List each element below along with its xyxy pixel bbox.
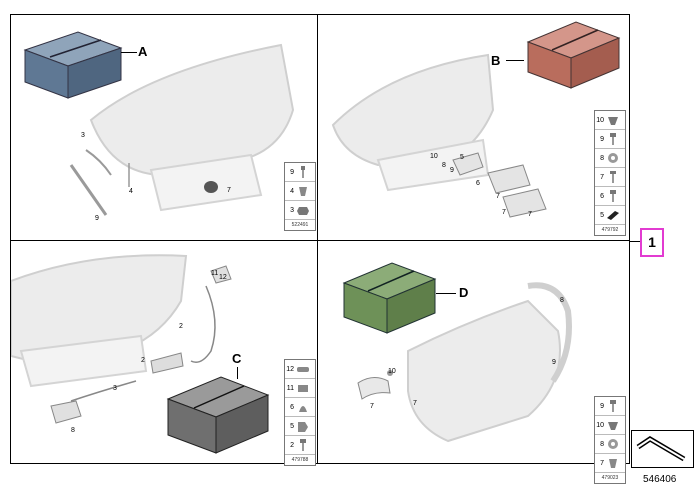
trunk-lid-illustration (11, 254, 232, 424)
screw-icon (610, 190, 616, 202)
quadrant-d[interactable]: D 8 9 10 7 7 9 10 8 7 479023 (318, 241, 629, 484)
part-label: 5 (460, 154, 464, 161)
part-label: 7 (370, 403, 374, 410)
part-label: 10 (388, 368, 396, 375)
legend-row: 7 (595, 168, 625, 187)
part-label: 3 (81, 132, 85, 139)
diagram-id: 546406 (643, 474, 677, 485)
quadrant-a[interactable]: A 3 4 7 9 9 4 3 522491 (11, 15, 316, 239)
callout-1[interactable]: 1 (640, 228, 664, 257)
legend-row: 10 (595, 111, 625, 130)
legend-row: 5 (285, 417, 315, 436)
legend-row: 3 (285, 201, 315, 220)
bracket-clip-icon (298, 422, 308, 432)
part-label: 3 (113, 385, 117, 392)
quadrant-b[interactable]: B 10 8 9 5 6 7 7 7 10 9 8 7 6 5 479792 (318, 15, 629, 239)
clip-icon (298, 385, 308, 392)
legend-row: 6 (285, 398, 315, 417)
arrow-icon (636, 436, 686, 462)
diagram-frame (10, 14, 630, 464)
part-label: 7 (413, 400, 417, 407)
trunk-lid-illustration (331, 53, 547, 218)
parts-legend-c: 12 11 6 5 2 479788 (284, 359, 316, 466)
parts-legend-d: 9 10 8 7 479023 (594, 396, 626, 484)
box-d-icon (342, 262, 437, 334)
parts-legend-a: 9 4 3 522491 (284, 162, 316, 231)
screw-icon (301, 166, 305, 178)
box-label-d: D (459, 285, 469, 300)
legend-row: 4 (285, 182, 315, 201)
legend-row: 5 (595, 206, 625, 225)
box-d-leader (436, 293, 456, 294)
part-label: 7 (227, 187, 231, 194)
legend-row: 12 (285, 360, 315, 379)
legend-row: 9 (595, 397, 625, 416)
legend-row: 6 (595, 187, 625, 206)
part-label: 9 (552, 359, 556, 366)
callout-leader (630, 241, 640, 242)
screw-icon (300, 439, 306, 451)
legend-row: 7 (595, 454, 625, 473)
washer-icon (608, 153, 618, 163)
nut-icon (297, 207, 309, 215)
trunk-lid-inner-illustration (357, 282, 572, 443)
legend-row: 9 (285, 163, 315, 182)
rivet-icon (608, 422, 618, 430)
diagram-code: 479788 (291, 457, 309, 463)
parts-legend-b: 10 9 8 7 6 5 479792 (594, 110, 626, 236)
part-label: 10 (430, 153, 438, 160)
cap-icon (299, 406, 307, 412)
diagram-code: 522491 (291, 222, 309, 228)
diagram-code: 479792 (601, 227, 619, 233)
quadrant-c[interactable]: C 11 12 2 2 3 8 12 11 6 5 2 479788 (11, 241, 316, 466)
part-label: 6 (476, 180, 480, 187)
part-label: 11 (211, 270, 219, 277)
divider-vertical (317, 14, 318, 464)
box-b-leader (506, 60, 524, 61)
part-label: 8 (442, 162, 446, 169)
legend-row: 2 (285, 436, 315, 455)
part-label: 12 (219, 274, 227, 281)
part-label: 8 (560, 297, 564, 304)
screw-icon (610, 400, 616, 412)
washer-icon (608, 439, 618, 449)
box-label-c: C (232, 351, 242, 366)
part-label: 7 (502, 209, 506, 216)
box-a-icon (23, 31, 123, 99)
part-label: 7 (528, 211, 532, 218)
pad-icon (607, 211, 619, 220)
diagram-code: 479023 (601, 475, 619, 481)
part-label: 2 (179, 323, 183, 330)
part-label: 7 (496, 193, 500, 200)
box-c-leader (237, 367, 238, 379)
part-label: 4 (129, 188, 133, 195)
trunk-lid-illustration (69, 43, 295, 216)
box-a-leader (121, 52, 137, 53)
part-label: 9 (450, 167, 454, 174)
part-label: 2 (141, 357, 145, 364)
part-label: 9 (95, 215, 99, 222)
clamp-icon (297, 367, 309, 372)
legend-row: 8 (595, 435, 625, 454)
view-direction-icon (631, 430, 694, 468)
part-label: 8 (71, 427, 75, 434)
box-label-a: A (138, 44, 148, 59)
box-c-icon (166, 376, 270, 454)
expanding-rivet-icon (608, 117, 618, 125)
box-label-b: B (491, 53, 501, 68)
legend-row: 11 (285, 379, 315, 398)
legend-row: 9 (595, 130, 625, 149)
legend-row: 10 (595, 416, 625, 435)
divider-horizontal (10, 240, 630, 241)
clip-icon (609, 459, 617, 468)
screw-icon (610, 133, 616, 145)
bolt-icon (610, 171, 616, 183)
legend-row: 8 (595, 149, 625, 168)
clip-icon (299, 187, 307, 196)
box-b-icon (526, 21, 621, 89)
